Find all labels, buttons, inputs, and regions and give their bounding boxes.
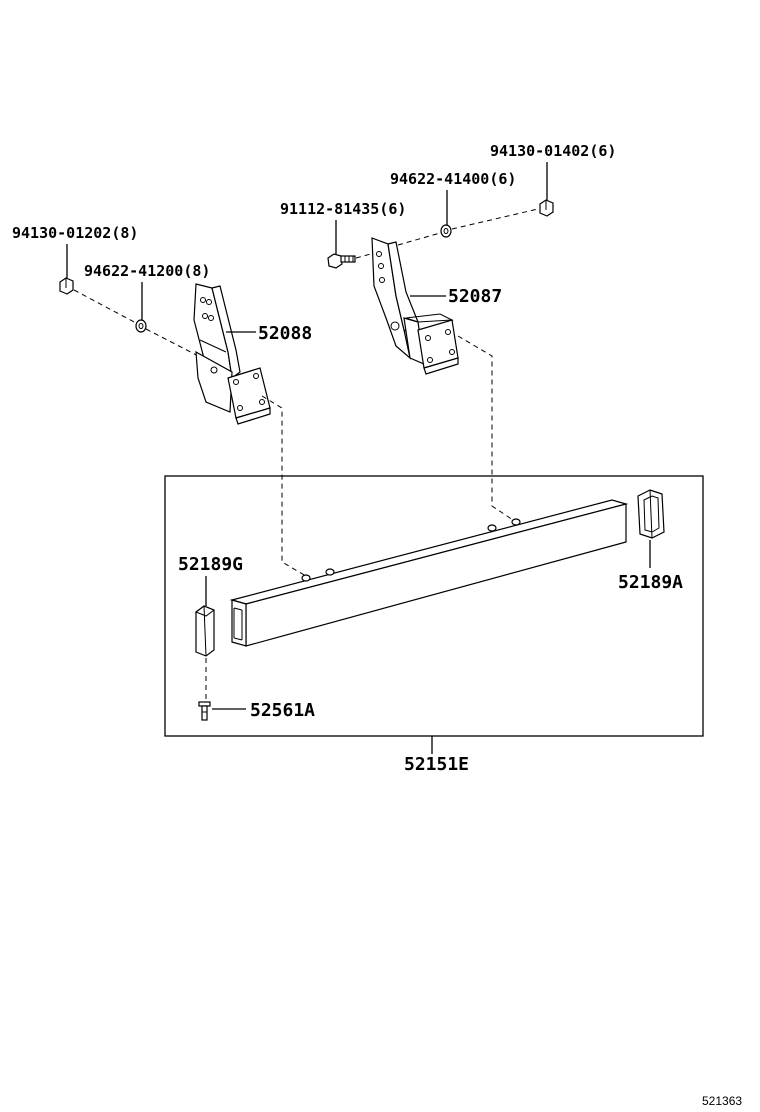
- label-nut-left: 94130-01202(8): [12, 224, 138, 242]
- dash-washer-bracket-left: [145, 328, 211, 363]
- bracket-left: [193, 283, 271, 425]
- washer-left: [135, 319, 147, 333]
- label-washer-left: 94622-41200(8): [84, 262, 210, 280]
- washer-right: [440, 224, 452, 238]
- drawing-reference: 521363: [702, 1094, 742, 1108]
- bumper-beam: [229, 499, 629, 647]
- nut-right: [539, 199, 554, 217]
- dash-bracket-left-to-beam: [261, 395, 307, 577]
- dash-nut-washer-left: [73, 289, 137, 324]
- label-rivet: 52561A: [250, 700, 315, 721]
- label-bumper-assembly: 52151E: [404, 754, 469, 775]
- dash-bracket-washer-right: [397, 232, 441, 246]
- label-bolt-right: 91112-81435(6): [280, 200, 406, 218]
- beam-studs: [301, 518, 521, 582]
- dash-washer-nut-right: [451, 208, 539, 230]
- label-end-cap-right: 52189A: [618, 572, 683, 593]
- bracket-right: [371, 237, 459, 375]
- label-nut-right: 94130-01402(6): [490, 142, 616, 160]
- label-washer-right: 94622-41400(6): [390, 170, 516, 188]
- nut-left: [59, 277, 74, 295]
- end-cap-left: [194, 605, 216, 657]
- label-bracket-left: 52088: [258, 323, 312, 344]
- label-bracket-right: 52087: [448, 286, 502, 307]
- end-cap-right: [637, 489, 665, 539]
- rivet: [198, 701, 211, 721]
- assembly-box: [164, 475, 704, 737]
- dash-bracket-right-to-beam: [457, 335, 517, 523]
- bolt-right: [327, 253, 356, 269]
- label-end-cap-left: 52189G: [178, 554, 243, 575]
